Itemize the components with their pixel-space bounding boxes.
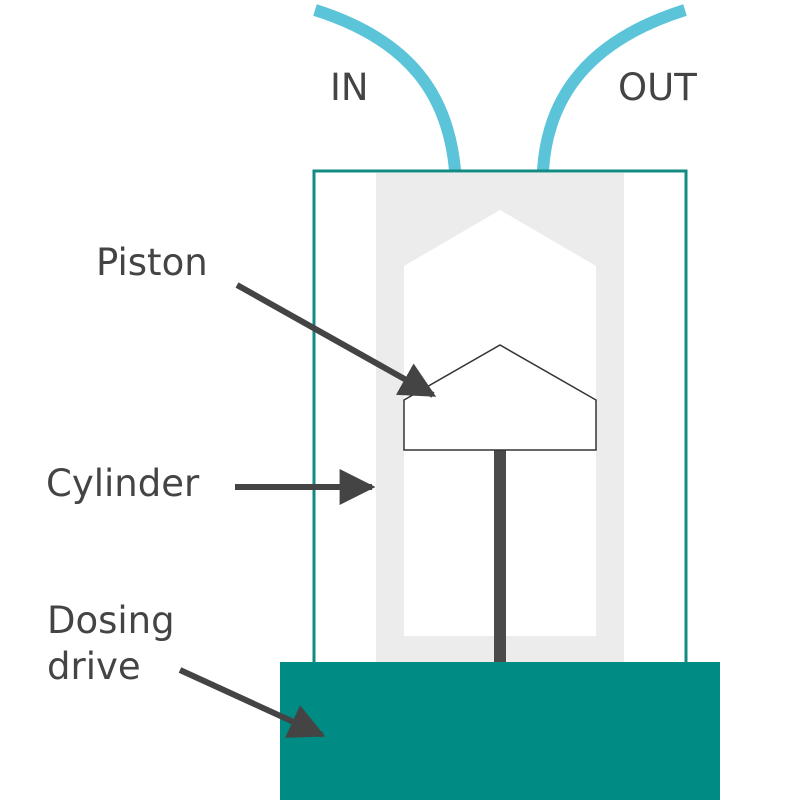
in-label: IN (330, 66, 369, 109)
piston-head (403, 344, 597, 451)
piston-arrow (235, 282, 437, 398)
piston-rod (494, 449, 506, 665)
piston-label: Piston (96, 241, 208, 284)
dosing-drive-label-line2: drive (47, 645, 141, 688)
out-label: OUT (618, 66, 697, 109)
cylinder-label: Cylinder (46, 462, 200, 505)
dosing-drive-block (280, 662, 720, 800)
outlet-tube (537, 4, 687, 171)
inlet-tube (313, 4, 461, 171)
dosing-drive-arrow (178, 667, 326, 738)
dosing-drive-label-line1: Dosing (47, 599, 175, 642)
